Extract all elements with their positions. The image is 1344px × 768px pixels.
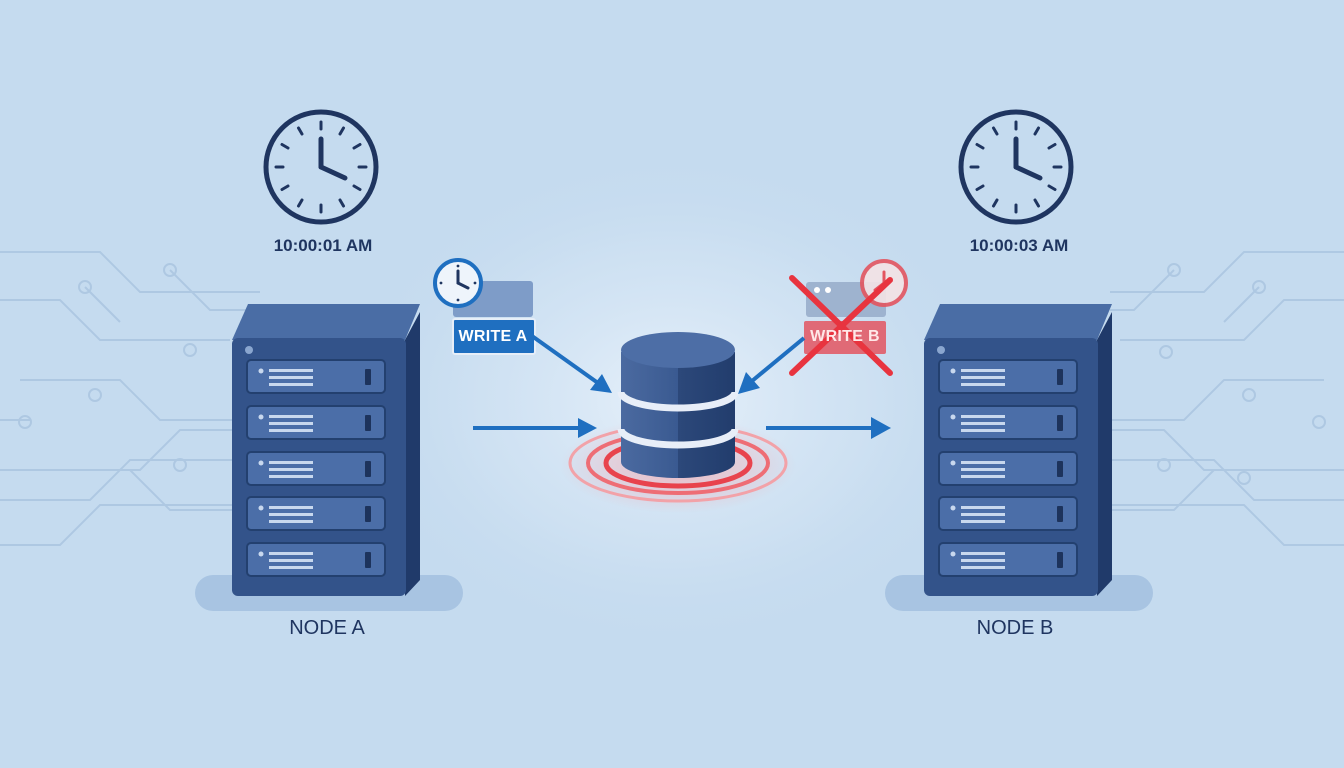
node-b-time: 10:00:03 AM xyxy=(969,236,1069,255)
node-a-server xyxy=(195,304,463,611)
circuit-traces-left xyxy=(0,251,260,546)
arrow-write-a-to-db xyxy=(530,334,612,393)
arrow-node-a-to-db xyxy=(473,418,597,438)
node-b-label: NODE B xyxy=(976,617,1054,639)
write-a-label: WRITE A xyxy=(458,328,528,345)
x-mark-icon xyxy=(789,275,893,376)
database-icon xyxy=(560,332,796,513)
clock-icon xyxy=(433,258,483,308)
arrow-db-to-node-b xyxy=(766,417,891,439)
write-b-label: WRITE B xyxy=(810,328,880,345)
node-a-label: NODE A xyxy=(289,617,365,639)
clock-icon xyxy=(958,109,1074,225)
server-drive-bays xyxy=(938,359,1078,577)
circuit-traces-right xyxy=(1110,251,1344,546)
node-b-server xyxy=(885,304,1153,611)
server-drive-bays xyxy=(246,359,386,577)
node-a-time: 10:00:01 AM xyxy=(273,236,373,255)
arrow-write-b-to-db xyxy=(738,336,806,394)
clock-icon xyxy=(263,109,379,225)
